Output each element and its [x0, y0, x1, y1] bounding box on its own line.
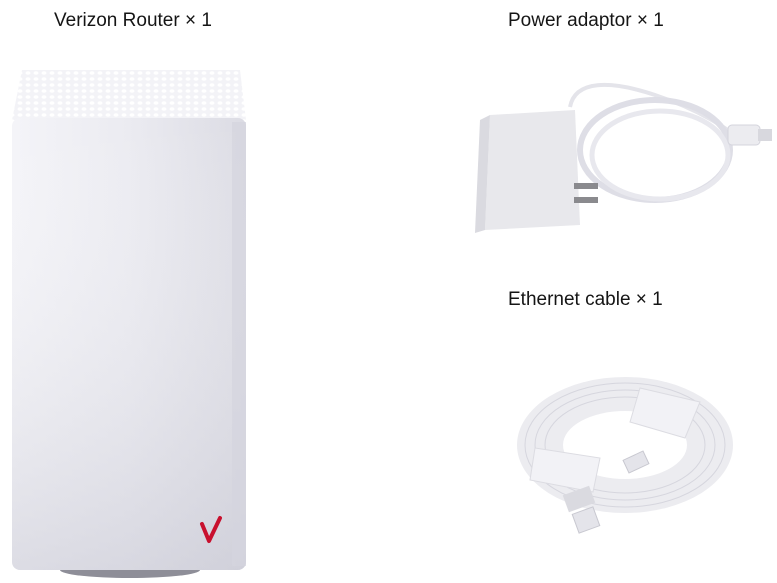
ethernet-cable-image	[517, 377, 733, 534]
router-label: Verizon Router × 1	[54, 10, 212, 31]
ethernet-cable-label: Ethernet cable × 1	[508, 289, 663, 310]
power-adaptor-label: Power adaptor × 1	[508, 10, 664, 31]
verizon-check-icon	[200, 516, 222, 543]
router-image	[12, 70, 246, 578]
power-adaptor-image	[475, 82, 772, 233]
